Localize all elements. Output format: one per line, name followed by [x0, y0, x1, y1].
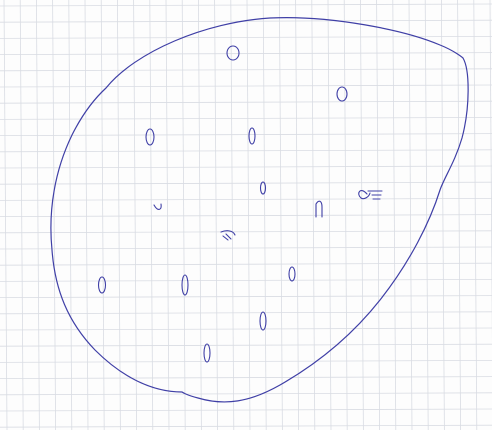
scanned-grid-sketch: [0, 0, 492, 430]
